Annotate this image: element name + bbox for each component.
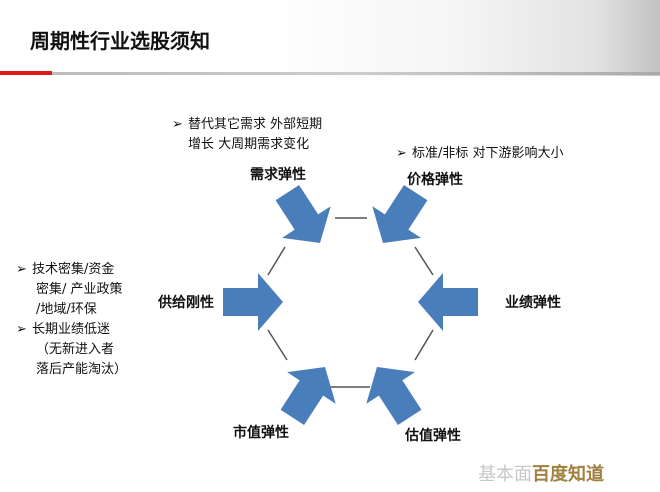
bullet-icon: ➢ xyxy=(16,322,27,337)
watermark: 基本面百度知道 xyxy=(478,460,604,486)
bullet-icon: ➢ xyxy=(16,262,27,277)
label-earnings-elasticity: 业绩弹性 xyxy=(505,295,561,311)
note-line: 标准/非标 对下游影响大小 xyxy=(412,146,564,161)
note-line: 替代其它需求 外部短期 xyxy=(188,117,323,132)
note-line: /地域/环保 xyxy=(36,302,97,317)
note-demand: ➢ 替代其它需求 外部短期 增长 大周期需求变化 xyxy=(172,115,322,155)
hexagon-edge-lower-left xyxy=(267,329,288,361)
note-line: 密集/ 产业政策 xyxy=(36,282,123,297)
note-line: 技术密集/资金 xyxy=(32,262,115,277)
arrow-price-icon xyxy=(372,185,428,243)
note-line: （无新进入者 xyxy=(36,342,115,357)
label-price-elasticity: 价格弹性 xyxy=(407,172,463,188)
hexagon-edge-upper-left xyxy=(267,246,286,276)
hexagon-edge-lower-right xyxy=(414,329,434,361)
arrow-market-cap-icon xyxy=(280,367,336,425)
label-valuation-elasticity: 估值弹性 xyxy=(405,428,461,444)
arrow-demand-icon xyxy=(275,185,331,243)
label-demand-elasticity: 需求弹性 xyxy=(250,167,306,183)
watermark-brand: 百度知道 xyxy=(532,464,604,485)
arrow-supply-icon xyxy=(223,273,283,331)
note-line: 落后产能淘汰） xyxy=(36,362,128,377)
header-background xyxy=(0,0,660,76)
bullet-icon: ➢ xyxy=(172,117,183,132)
arrow-earnings-icon xyxy=(418,273,478,331)
header-accent-bar xyxy=(0,71,52,75)
watermark-text: 基本面 xyxy=(478,464,532,485)
label-supply-rigidity: 供给刚性 xyxy=(158,295,214,311)
arrow-valuation-icon xyxy=(366,367,422,425)
note-price: ➢ 标准/非标 对下游影响大小 xyxy=(396,144,564,164)
header-divider xyxy=(52,72,660,75)
label-market-cap-elasticity: 市值弹性 xyxy=(233,425,289,441)
bullet-icon: ➢ xyxy=(396,146,407,161)
hexagon-edges xyxy=(267,217,434,388)
note-line: 长期业绩低迷 xyxy=(32,322,111,337)
note-line: 增长 大周期需求变化 xyxy=(188,137,310,152)
hexagon-edge-upper-right xyxy=(414,246,434,276)
page-title: 周期性行业选股须知 xyxy=(30,29,210,53)
note-supply: ➢技术密集/资金 密集/ 产业政策 /地域/环保 ➢长期业绩低迷 （无新进入者 … xyxy=(16,260,127,380)
